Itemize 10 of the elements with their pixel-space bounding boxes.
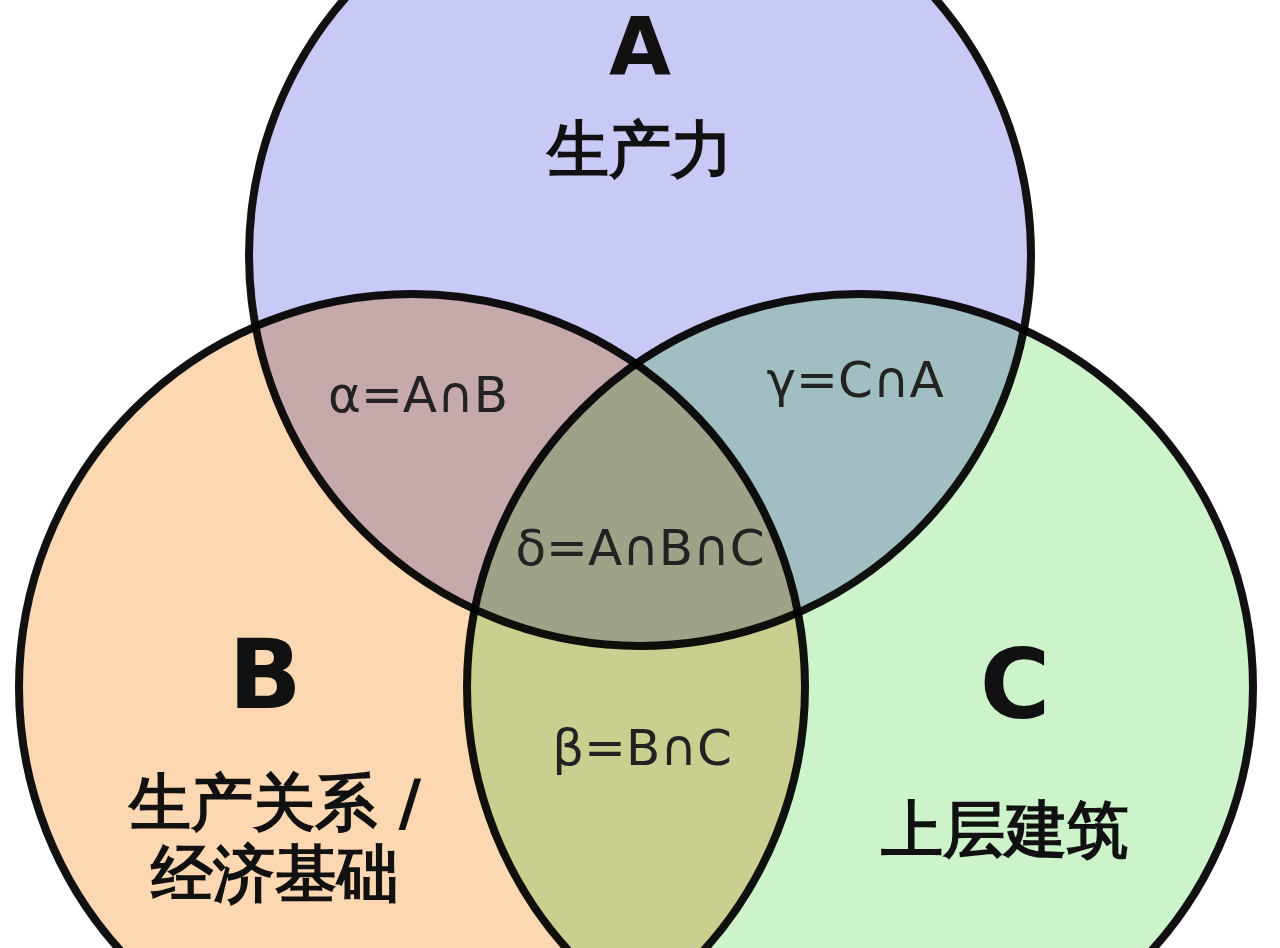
set-letter: C (978, 629, 1052, 741)
intersection-label: δ=A∩B∩C (515, 519, 765, 577)
intersection-label: α=A∩B (328, 366, 508, 424)
set-label: 上层建筑 (880, 794, 1130, 866)
set-letter: A (608, 2, 672, 94)
set-letter: B (227, 619, 303, 731)
set-label: 生产力 (545, 114, 734, 186)
set-label: 生产关系 / 经济基础 (127, 766, 423, 910)
intersection-label: β=B∩C (552, 719, 732, 777)
intersection-label: γ=C∩A (766, 351, 944, 409)
